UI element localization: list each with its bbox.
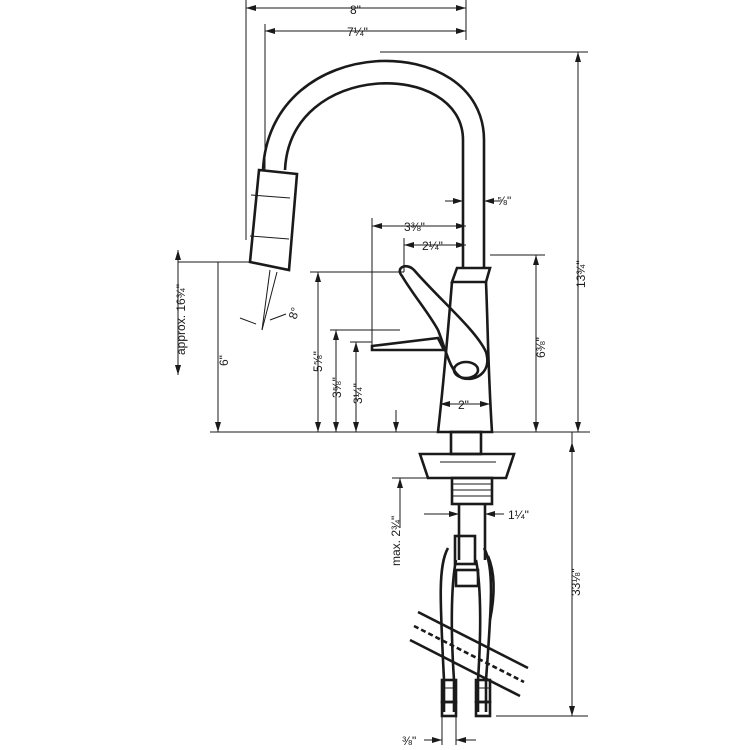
label-supply-length: 33⅛" [569,568,583,596]
spout-outer [261,59,486,268]
label-handle-height-c: 3¼" [351,383,365,404]
handle-tip [370,336,447,352]
label-base-diameter: 2" [458,398,469,412]
escutcheon-plate [418,452,516,480]
label-spout-body-height: 6⅜" [534,337,548,358]
spray-head [248,168,299,272]
label-spray-angle: 8° [286,305,303,321]
supply-hose-right [482,547,493,712]
spout-collar [450,266,492,284]
label-handle-reach: 3⅜" [404,220,425,234]
label-handle-height-a: 5⅝" [311,351,325,372]
faucet-outline [210,59,590,718]
threaded-shank [450,476,494,506]
supply-hose-left [439,547,450,712]
dimension-lines [175,0,588,745]
label-mounting-hole: 1¼" [508,508,529,522]
label-supply-connection: ⅜" [402,734,416,748]
label-hose-extension: approx. 16¾" [174,284,188,355]
label-spout-reach: 7¼" [347,25,368,39]
spout-inner [283,82,465,268]
label-max-deck-thickness: max. 2¾" [389,516,403,566]
dimension-labels: 8" 7¼" ⅝" 3⅜" 2¼" 13¾" 6⅜" 6" approx. 16… [174,3,588,748]
label-spout-diameter: ⅝" [497,194,511,208]
lever-handle [398,264,489,381]
hose-connector [453,534,477,566]
label-handle-height-b: 3⅝" [330,377,344,398]
label-overall-height: 13¾" [574,260,588,288]
label-overall-reach: 8" [350,3,361,17]
label-handle-offset: 2¼" [422,239,443,253]
label-spout-clearance: 6" [217,355,231,366]
